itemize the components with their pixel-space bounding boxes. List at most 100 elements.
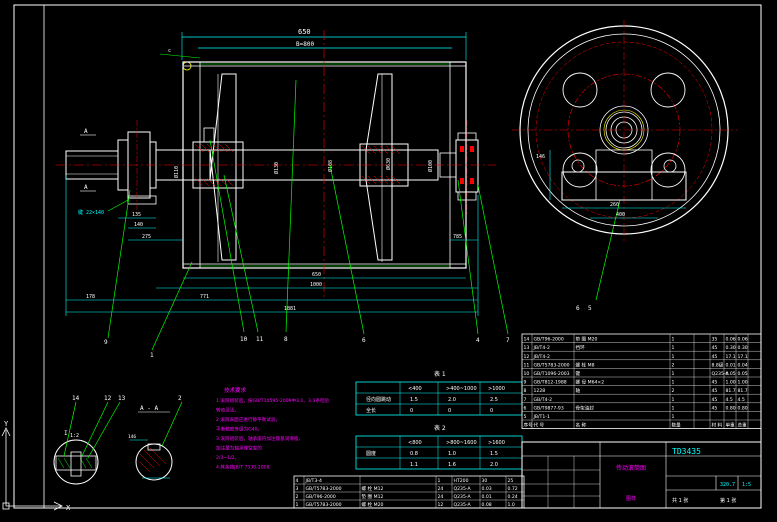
sheet-number: 第 1 张	[720, 497, 736, 504]
parts-cell: 6	[524, 405, 527, 411]
dim-overall-top: 650	[298, 28, 311, 36]
parts-bottom-cell: 0.01	[482, 494, 492, 500]
parts-cell: 0.01	[726, 362, 736, 368]
parts-bottom-cell: 24	[438, 486, 444, 492]
parts-cell: 1	[672, 371, 675, 377]
parts-cell: 13	[524, 345, 530, 351]
parts-bottom-cell: 0.24	[508, 494, 518, 500]
parts-bottom-cell: GB/T96-2000	[306, 494, 336, 500]
detail-scale: 1:2	[70, 433, 79, 439]
table1-cell: 0	[410, 408, 413, 414]
dim-key: 键 22×140	[78, 209, 104, 216]
parts-cell: 骨架油封	[576, 404, 595, 411]
notes-line: 平衡精度等级为G40。	[216, 426, 262, 433]
parts-cell: GB/T1096-2003	[534, 371, 570, 377]
parts-cell: 0.05	[738, 371, 748, 377]
parts-cell: 0.30	[726, 345, 736, 351]
parts-cell: GB/T96-2000	[534, 337, 564, 343]
table1-cell: 2.5	[490, 397, 498, 403]
balloon-11: 11	[256, 336, 264, 343]
dim-side-260: 260	[610, 202, 619, 208]
parts-cell: 1	[672, 345, 675, 351]
drawing-unit: 图样	[626, 495, 636, 502]
balloon-1: 1	[150, 352, 154, 359]
parts-cell: 17.1	[726, 354, 736, 360]
dim-belt-width: B=800	[296, 41, 314, 48]
table1-cell: 2.0	[448, 397, 456, 403]
balloon-12: 12	[104, 395, 112, 402]
table1-title: 表 1	[434, 370, 446, 378]
parts-cell: 5	[524, 414, 527, 420]
parts-header-cell: 总重	[738, 422, 748, 429]
parts-header-cell: 单重	[726, 422, 736, 429]
parts-cell: JB/T4-2	[533, 354, 550, 360]
detail-i-circle	[53, 439, 99, 485]
lock-bolt	[203, 127, 215, 143]
dim-bot-1000: 1000	[310, 282, 322, 288]
notes-line: 2/3~1/2。	[216, 455, 239, 461]
parts-cell: 11	[524, 362, 530, 368]
parts-cell: 1	[672, 397, 675, 403]
parts-cell: 4.5	[726, 397, 733, 403]
parts-cell: 0.06	[726, 337, 736, 343]
parts-cell: 81.7	[726, 388, 736, 394]
notes-line: 2.滚筒表面应进行静平衡试验，	[216, 416, 280, 423]
dim-140: 140	[134, 222, 143, 228]
parts-bottom-cell: 1.0	[508, 502, 515, 508]
dim-section-width: 146	[128, 434, 136, 440]
parts-cell: 4.5	[738, 397, 745, 403]
parts-cell: 45	[712, 388, 718, 394]
parts-cell: 1	[672, 337, 675, 343]
parts-cell: GB/T812-1988	[534, 380, 567, 386]
parts-cell: 12	[524, 354, 530, 360]
notes-line: 转动灵活。	[216, 407, 239, 414]
dim-275: 275	[142, 234, 151, 240]
parts-bottom-cell: 25	[508, 478, 514, 484]
notes-line: 加注量为轴承座空腔的	[216, 445, 262, 452]
table1-header-cell: >400~1000	[446, 386, 477, 392]
parts-cell: 35	[712, 337, 718, 343]
table2-cell: 2.0	[490, 462, 498, 468]
notes-title: 技术要求	[224, 386, 247, 394]
parts-cell: 1228	[534, 388, 546, 394]
dim-d-center: Ø130	[273, 162, 280, 174]
parts-cell: 0.04	[738, 362, 748, 368]
table2-cell: 1.0	[448, 451, 456, 457]
parts-cell: 8.8级	[712, 361, 724, 368]
table2-cell: 圆度	[366, 450, 376, 457]
table1-cell: 全长	[366, 407, 376, 414]
table2-cell: 1.1	[410, 462, 418, 468]
parts-cell: 45	[712, 380, 718, 386]
drawing-scale: 1:5	[742, 482, 751, 488]
dim-1881: 1881	[284, 306, 296, 312]
table2-cell: 0.8	[410, 451, 418, 457]
parts-cell: 1.00	[726, 380, 736, 386]
parts-cell: 45	[712, 397, 718, 403]
parts-cell: Q235-A	[712, 371, 730, 377]
axis-x-label: X	[66, 504, 71, 512]
parts-cell: 键	[576, 370, 581, 377]
balloon-14: 14	[72, 395, 80, 402]
parts-bottom-cell: HT200	[454, 478, 469, 484]
table1-cell: 0	[448, 408, 451, 414]
dim-771: 771	[200, 294, 209, 300]
parts-bottom-cell: 4	[296, 478, 299, 484]
parts-cell: 1	[672, 380, 675, 386]
parts-bottom-cell: 螺 栓 M12	[362, 485, 384, 492]
dim-785: 785	[453, 234, 462, 240]
parts-header-cell: 代 号	[534, 422, 545, 429]
parts-bottom-cell: 0.08	[482, 502, 492, 508]
parts-cell: JB/T4-2	[533, 345, 550, 351]
parts-cell: 45	[712, 405, 718, 411]
table1-cell: 0	[490, 408, 493, 414]
notes-line: 3.滚筒组装后，轴承座内加注锂基润滑脂，	[216, 435, 303, 442]
dim-d-main: Ø630	[385, 158, 392, 170]
parts-cell: GB/T5783-2000	[534, 362, 570, 368]
balloon-2: 2	[178, 395, 182, 402]
balloon-10: 10	[240, 336, 248, 343]
parts-bottom-cell: GB/T5783-2000	[306, 502, 342, 508]
parts-cell: 轴	[576, 387, 581, 394]
